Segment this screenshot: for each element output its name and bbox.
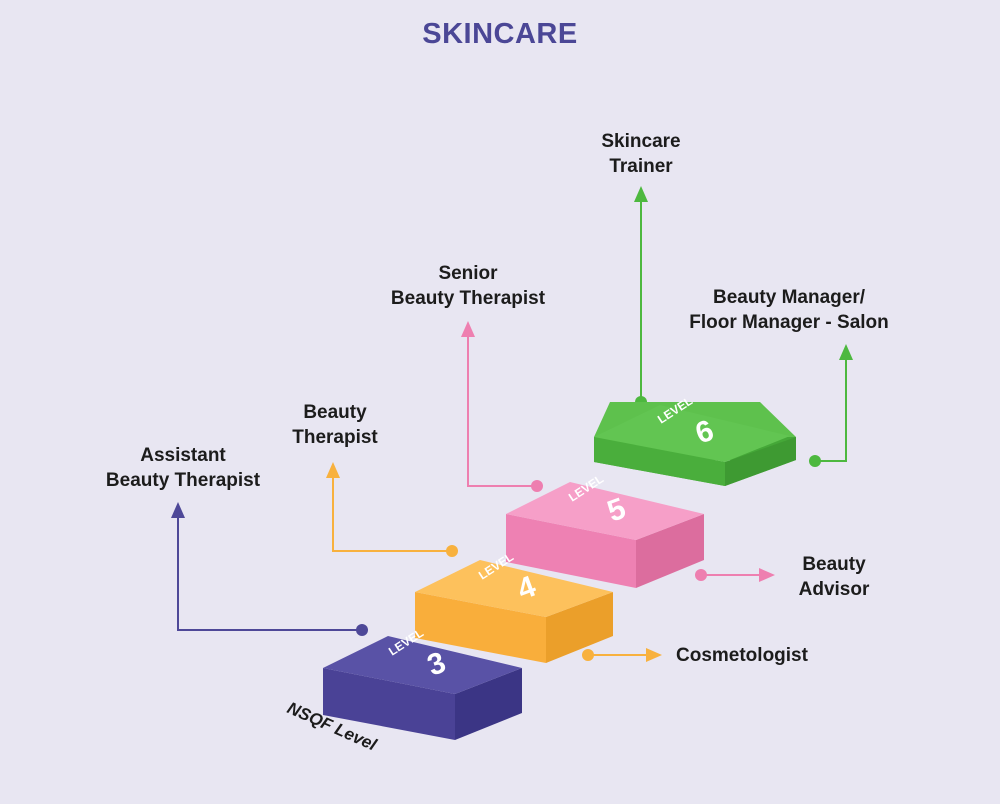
role-skincare-trainer: Skincare Trainer: [601, 131, 681, 177]
role-cosmetologist: Cosmetologist: [676, 645, 808, 666]
connector-level4-beauty-therapist: [326, 462, 458, 557]
page-title: SKINCARE: [422, 18, 578, 50]
level-4-step: [415, 560, 613, 663]
connector-level6-manager: [809, 344, 853, 467]
connector-level3-assistant: [171, 502, 368, 636]
level-3-step: [323, 636, 522, 740]
level-5-step: [506, 482, 704, 588]
connector-level5-senior: [461, 321, 543, 492]
role-assistant-beauty-therapist: Assistant Beauty Therapist: [105, 445, 261, 491]
role-beauty-manager: Beauty Manager/ Floor Manager - Salon: [689, 287, 889, 333]
connector-level6-trainer: [634, 186, 648, 408]
role-senior-beauty-therapist: Senior Beauty Therapist: [390, 263, 546, 309]
connector-level5-advisor: [695, 568, 775, 582]
level-6-step: [594, 402, 796, 486]
role-beauty-advisor: Beauty Advisor: [798, 554, 870, 600]
role-beauty-therapist: Beauty Therapist: [292, 402, 378, 448]
connector-level4-cosmetologist: [582, 648, 662, 662]
